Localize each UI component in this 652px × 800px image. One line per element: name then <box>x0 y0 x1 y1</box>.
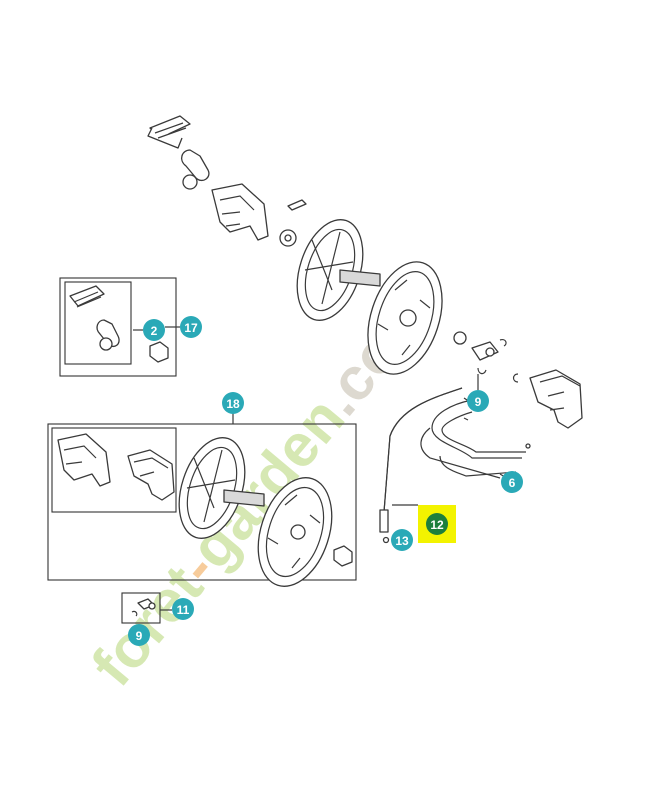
callout-11[interactable]: 11 <box>172 598 194 620</box>
callout-6[interactable]: 6 <box>501 471 523 493</box>
frame-tube-6 <box>420 397 531 479</box>
callout-6-label: 6 <box>509 476 516 490</box>
reel-side-bracket-right <box>512 369 583 429</box>
callout-9-top-label: 9 <box>475 395 482 409</box>
callout-2[interactable]: 2 <box>143 319 165 341</box>
reel-side-bracket-top <box>211 183 307 247</box>
callout-9-bottom-label: 9 <box>136 629 143 643</box>
crank-handle-top <box>147 115 210 190</box>
kit-inner-box-2 <box>64 281 132 365</box>
kit-inner-box-brackets <box>51 427 177 513</box>
callout-9-bottom[interactable]: 9 <box>128 624 150 646</box>
kit-box-11 <box>121 592 161 624</box>
callout-13-label: 13 <box>395 534 409 548</box>
callout-17[interactable]: 17 <box>180 316 202 338</box>
callout-13[interactable]: 13 <box>391 529 413 551</box>
callout-12[interactable]: 12 <box>426 513 448 535</box>
callout-17-label: 17 <box>184 321 198 335</box>
crank-handle-kit <box>69 285 169 363</box>
reel-drum-top <box>296 219 443 375</box>
callout-9-top[interactable]: 9 <box>467 390 489 412</box>
callout-11-label: 11 <box>177 603 190 617</box>
axle-fittings <box>453 331 507 375</box>
kit-box-18 <box>47 423 357 581</box>
callout-2-label: 2 <box>151 324 158 338</box>
side-brackets-kit <box>57 433 175 501</box>
small-fittings-kit <box>131 598 156 617</box>
callout-18[interactable]: 18 <box>222 392 244 414</box>
callout-18-label: 18 <box>226 397 240 411</box>
callout-12-label: 12 <box>430 518 444 532</box>
hose-connector-12 <box>379 387 463 544</box>
reel-drum-kit <box>178 437 353 587</box>
